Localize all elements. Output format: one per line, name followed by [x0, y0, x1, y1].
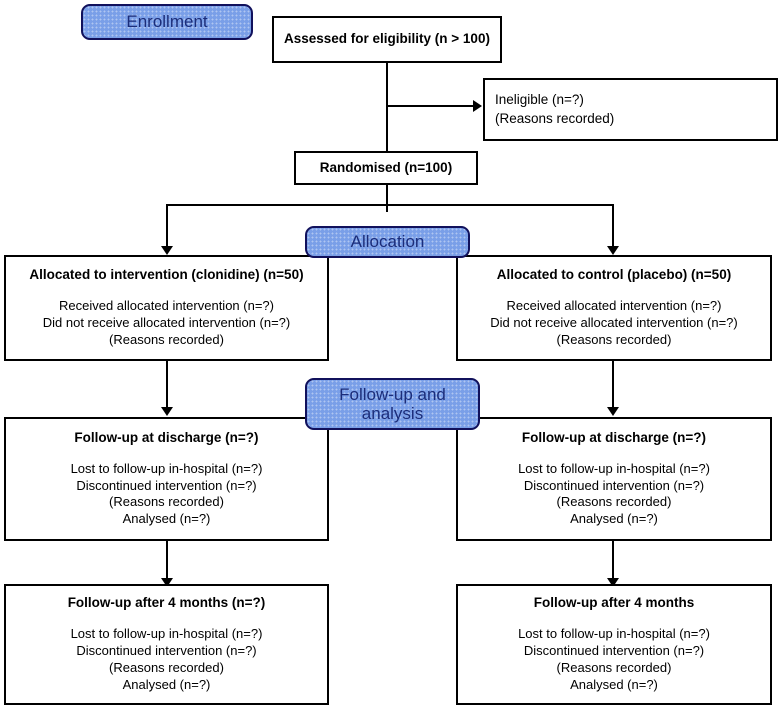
box-allocated-control-line-2: Did not receive allocated intervention (…	[490, 314, 738, 330]
box-followup-4months-intervention: Follow-up after 4 months (n=?) Lost to f…	[4, 584, 329, 705]
connector-eligibility-to-randomised	[386, 63, 388, 151]
box-followup-discharge-intervention-line-1: Lost to follow-up in-hospital (n=?)	[70, 460, 263, 476]
box-randomised-title: Randomised (n=100)	[319, 159, 453, 175]
arrow-to-allocated-control	[607, 246, 619, 255]
stage-badge-allocation-label: Allocation	[350, 232, 425, 252]
arrow-left-alloc-to-discharge	[161, 407, 173, 416]
box-assessed-for-eligibility-title: Assessed for eligibility (n > 100)	[284, 31, 490, 47]
box-followup-discharge-control-title: Follow-up at discharge (n=?)	[521, 429, 707, 445]
connector-right-alloc-to-discharge	[612, 361, 614, 412]
box-allocated-intervention-title: Allocated to intervention (clonidine) (n…	[29, 267, 304, 283]
box-followup-discharge-intervention-title: Follow-up at discharge (n=?)	[74, 429, 259, 445]
box-followup-4months-control-line-1: Lost to follow-up in-hospital (n=?)	[518, 626, 710, 642]
stage-badge-followup-analysis: Follow-up and analysis	[305, 378, 480, 430]
box-followup-discharge-control-line-2: Discontinued intervention (n=?)	[523, 477, 705, 493]
box-followup-4months-control-line-4: Analysed (n=?)	[570, 676, 658, 692]
connector-left-discharge-to-months	[166, 541, 168, 584]
connector-left-alloc-to-discharge	[166, 361, 168, 412]
box-allocated-intervention-body: Received allocated intervention (n=?) Di…	[43, 298, 291, 349]
connector-eligibility-to-ineligible	[386, 105, 474, 107]
box-followup-4months-intervention-line-4: Analysed (n=?)	[122, 676, 211, 692]
box-ineligible-line-1: Ineligible (n=?)	[495, 92, 584, 108]
box-allocated-control-line-3: (Reasons recorded)	[556, 331, 672, 347]
box-followup-discharge-control: Follow-up at discharge (n=?) Lost to fol…	[456, 417, 772, 541]
box-allocated-intervention-line-3: (Reasons recorded)	[109, 331, 224, 347]
box-followup-4months-control-line-2: Discontinued intervention (n=?)	[523, 643, 705, 659]
box-followup-4months-control: Follow-up after 4 months Lost to follow-…	[456, 584, 772, 705]
box-followup-discharge-intervention-line-2: Discontinued intervention (n=?)	[76, 477, 257, 493]
box-randomised: Randomised (n=100)	[294, 151, 478, 185]
box-followup-4months-intervention-line-3: (Reasons recorded)	[109, 659, 224, 675]
box-followup-4months-control-line-3: (Reasons recorded)	[556, 659, 672, 675]
box-assessed-for-eligibility: Assessed for eligibility (n > 100)	[272, 16, 502, 63]
arrow-to-ineligible	[473, 100, 482, 112]
stage-badge-followup-analysis-label: Follow-up and analysis	[339, 384, 446, 423]
box-followup-4months-intervention-title: Follow-up after 4 months (n=?)	[67, 595, 266, 611]
box-followup-4months-intervention-line-1: Lost to follow-up in-hospital (n=?)	[70, 626, 263, 642]
stage-badge-enrollment-label: Enrollment	[126, 12, 208, 32]
arrow-right-alloc-to-discharge	[607, 407, 619, 416]
box-allocated-intervention-line-2: Did not receive allocated intervention (…	[42, 314, 291, 330]
connector-randomised-down	[386, 183, 388, 206]
box-followup-4months-control-title: Follow-up after 4 months	[533, 595, 695, 611]
box-allocated-intervention-line-1: Received allocated intervention (n=?)	[58, 298, 274, 314]
box-followup-4months-intervention-body: Lost to follow-up in-hospital (n=?) Disc…	[71, 626, 263, 694]
box-followup-4months-intervention-line-2: Discontinued intervention (n=?)	[76, 643, 257, 659]
box-ineligible: Ineligible (n=?) (Reasons recorded)	[483, 78, 778, 141]
connector-split-left-drop	[166, 204, 168, 249]
box-allocated-control: Allocated to control (placebo) (n=50) Re…	[456, 255, 772, 361]
box-followup-discharge-control-line-3: (Reasons recorded)	[556, 494, 672, 510]
stage-badge-enrollment: Enrollment	[81, 4, 253, 40]
box-followup-discharge-intervention-line-4: Analysed (n=?)	[122, 511, 211, 527]
box-followup-discharge-intervention-line-3: (Reasons recorded)	[109, 494, 224, 510]
connector-right-discharge-to-months	[612, 541, 614, 584]
arrow-left-discharge-to-months	[161, 578, 173, 587]
box-followup-discharge-control-line-4: Analysed (n=?)	[570, 511, 658, 527]
connector-split-bar	[166, 204, 614, 206]
arrow-to-allocated-intervention	[161, 246, 173, 255]
box-followup-4months-control-body: Lost to follow-up in-hospital (n=?) Disc…	[518, 626, 710, 694]
box-followup-discharge-control-line-1: Lost to follow-up in-hospital (n=?)	[518, 460, 710, 476]
box-followup-discharge-intervention: Follow-up at discharge (n=?) Lost to fol…	[4, 417, 329, 541]
box-allocated-intervention: Allocated to intervention (clonidine) (n…	[4, 255, 329, 361]
connector-split-center-stem	[386, 204, 388, 212]
box-ineligible-line-2: (Reasons recorded)	[495, 110, 615, 126]
box-allocated-control-title: Allocated to control (placebo) (n=50)	[496, 267, 732, 283]
connector-split-right-drop	[612, 204, 614, 249]
box-allocated-control-line-1: Received allocated intervention (n=?)	[506, 298, 722, 314]
stage-badge-allocation: Allocation	[305, 226, 470, 258]
box-allocated-control-body: Received allocated intervention (n=?) Di…	[490, 298, 738, 349]
arrow-right-discharge-to-months	[607, 578, 619, 587]
box-followup-discharge-control-body: Lost to follow-up in-hospital (n=?) Disc…	[518, 461, 710, 529]
box-followup-discharge-intervention-body: Lost to follow-up in-hospital (n=?) Disc…	[71, 461, 263, 529]
